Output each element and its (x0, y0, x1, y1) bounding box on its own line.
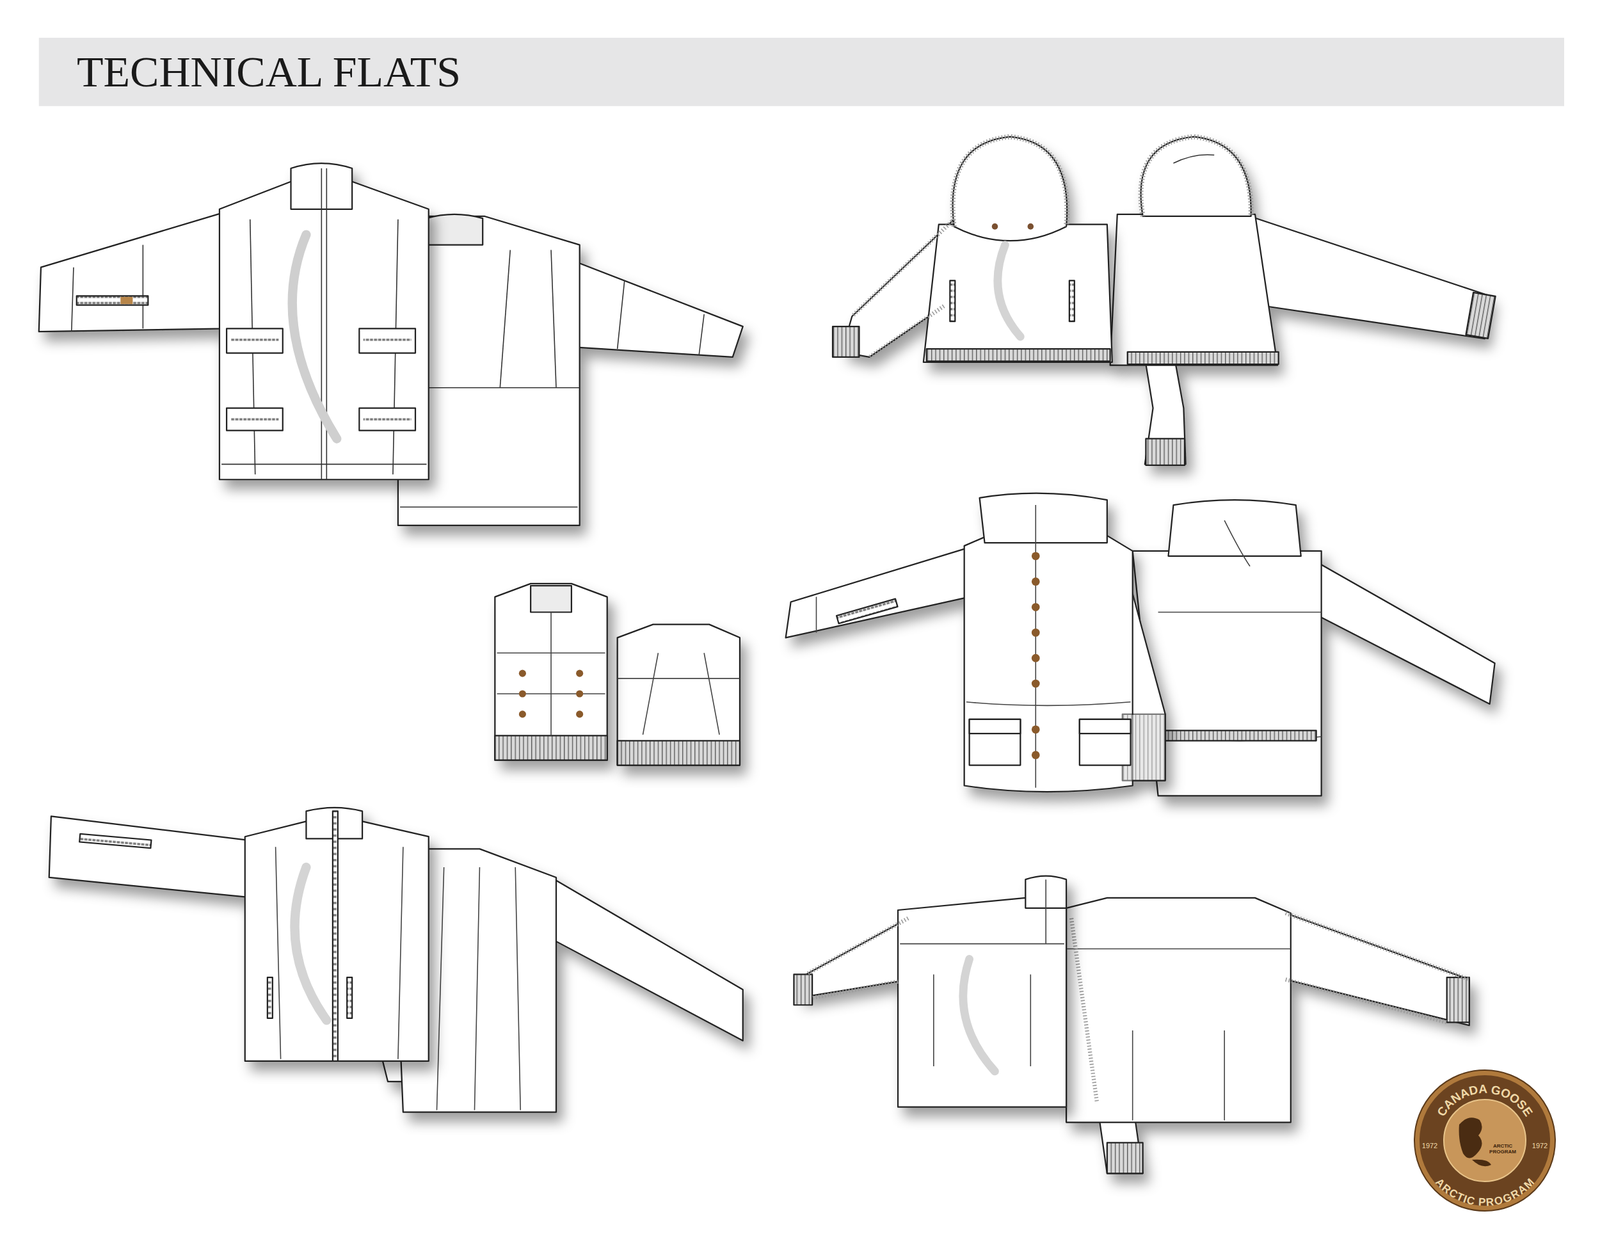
fleece-front (798, 876, 1067, 1108)
parka-back (398, 214, 744, 526)
logo-arc-text: ARCTIC PROGRAM (1432, 1176, 1537, 1209)
anorak-front (785, 493, 1166, 792)
page-title: TECHNICAL FLATS (76, 49, 461, 94)
anorak-back (1132, 499, 1496, 796)
logo-inner-text: ARCTIC PROGRAM (1488, 1143, 1518, 1155)
title-band (39, 37, 1565, 107)
jacket-front (49, 807, 429, 1062)
logo-arc-text: CANADA GOOSE (1434, 1082, 1536, 1119)
logo-year: 1972 (1422, 1141, 1438, 1150)
logo-year: 1972 (1532, 1141, 1548, 1150)
brand-logo: CANADA GOOSE ARCTIC PROGRAM (1408, 1063, 1562, 1218)
hoodie-front (841, 136, 1112, 363)
fleece-back (1066, 897, 1470, 1174)
vest-back (617, 624, 740, 766)
vest-front (494, 583, 607, 761)
parka-front (39, 163, 429, 480)
hoodie-back (1110, 136, 1490, 465)
